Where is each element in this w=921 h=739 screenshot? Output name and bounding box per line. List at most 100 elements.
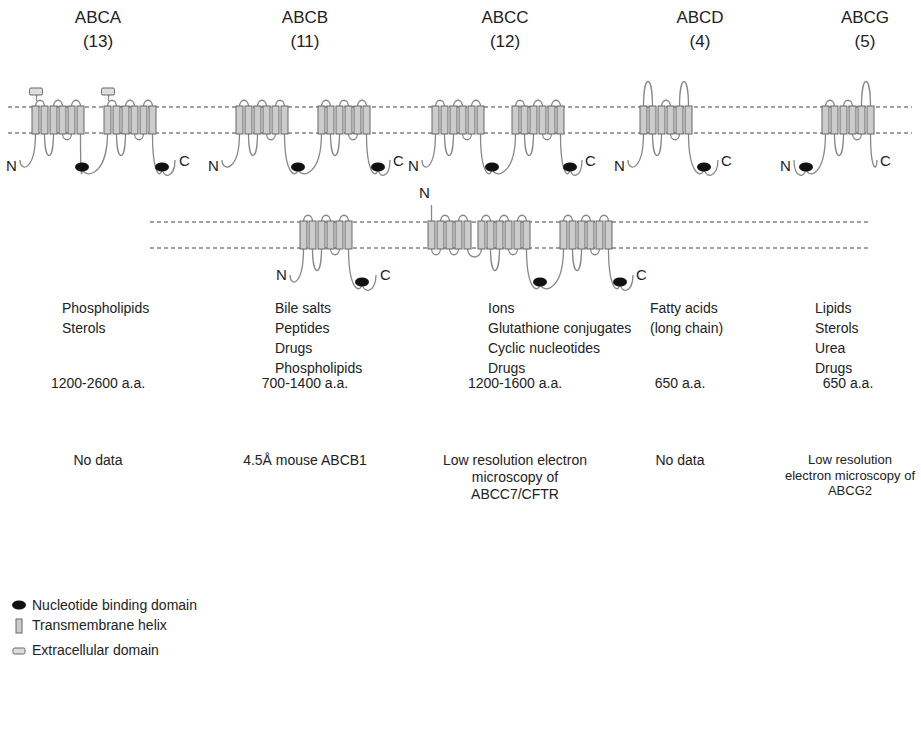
polypeptide-chain bbox=[794, 82, 877, 176]
transmembrane-helix bbox=[300, 221, 307, 249]
transmembrane-helix bbox=[245, 106, 252, 134]
transporter-cartoons bbox=[20, 82, 877, 291]
family-name: (11) bbox=[291, 32, 320, 52]
family-name: (4) bbox=[690, 32, 711, 52]
transmembrane-helix bbox=[578, 221, 585, 249]
transmembrane-helix bbox=[530, 106, 537, 134]
substrate-text: Drugs bbox=[815, 360, 852, 377]
length-text: 1200-1600 a.a. bbox=[468, 375, 562, 392]
substrate-text: Glutathione conjugates bbox=[488, 320, 631, 337]
family-name: (12) bbox=[490, 32, 520, 52]
length-text: 1200-2600 a.a. bbox=[51, 375, 145, 392]
transmembrane-helix bbox=[281, 106, 288, 134]
transmembrane-helix bbox=[477, 106, 484, 134]
nucleotide-binding-domain bbox=[371, 163, 385, 172]
transmembrane-helix bbox=[505, 221, 512, 249]
transmembrane-helix bbox=[649, 106, 656, 134]
transmembrane-helix bbox=[459, 106, 466, 134]
structure-text: 4.5Å mouse ABCB1 bbox=[243, 452, 367, 469]
transmembrane-helix bbox=[587, 221, 594, 249]
transmembrane-helix bbox=[523, 221, 530, 249]
family-name: (5) bbox=[855, 32, 876, 52]
substrate-text: Bile salts bbox=[275, 300, 331, 317]
terminus-label: N bbox=[780, 157, 791, 175]
transmembrane-helix bbox=[840, 106, 847, 134]
transmembrane-helix bbox=[59, 106, 66, 134]
transmembrane-helix bbox=[345, 221, 352, 249]
transmembrane-helix bbox=[149, 106, 156, 134]
transmembrane-helix bbox=[464, 221, 471, 249]
transmembrane-helix bbox=[557, 106, 564, 134]
transmembrane-helix bbox=[363, 106, 370, 134]
structure-text: No data bbox=[73, 452, 122, 469]
terminus-label: C bbox=[721, 152, 732, 170]
family-name: (13) bbox=[83, 32, 113, 52]
transmembrane-helix bbox=[560, 221, 567, 249]
transmembrane-helix bbox=[68, 106, 75, 134]
transmembrane-helix bbox=[849, 106, 856, 134]
terminus-label: N bbox=[6, 157, 17, 175]
transmembrane-helix bbox=[685, 106, 692, 134]
transmembrane-helix bbox=[858, 106, 865, 134]
transmembrane-helix bbox=[254, 106, 261, 134]
structure-text: Low resolution electron microscopy of AB… bbox=[784, 452, 916, 499]
polypeptide-chain bbox=[222, 100, 390, 175]
transmembrane-helix bbox=[263, 106, 270, 134]
terminus-label: C bbox=[179, 152, 190, 170]
transmembrane-helix bbox=[432, 106, 439, 134]
transmembrane-helix bbox=[113, 106, 120, 134]
transmembrane-helix bbox=[140, 106, 147, 134]
transmembrane-helix bbox=[512, 106, 519, 134]
substrate-text: Lipids bbox=[815, 300, 852, 317]
nucleotide-binding-domain bbox=[355, 278, 369, 287]
nucleotide-binding-domain bbox=[799, 163, 813, 172]
legend-text: Nucleotide binding domain bbox=[32, 597, 197, 614]
polypeptide-chain bbox=[432, 205, 634, 290]
transmembrane-helix bbox=[468, 106, 475, 134]
polypeptide-chain bbox=[422, 100, 582, 175]
transmembrane-helix bbox=[318, 106, 325, 134]
substrate-text: Fatty acids bbox=[650, 300, 718, 317]
transmembrane-helix bbox=[41, 106, 48, 134]
substrate-text: Drugs bbox=[275, 340, 312, 357]
terminus-label: C bbox=[880, 152, 891, 170]
transmembrane-helix bbox=[831, 106, 838, 134]
transmembrane-helix bbox=[345, 106, 352, 134]
nucleotide-binding-domain bbox=[485, 163, 499, 172]
nucleotide-binding-domain bbox=[75, 163, 89, 172]
substrate-text: (long chain) bbox=[650, 320, 723, 337]
length-text: 700-1400 a.a. bbox=[262, 375, 348, 392]
transmembrane-helix bbox=[354, 106, 361, 134]
length-text: 650 a.a. bbox=[655, 375, 706, 392]
transmembrane-helix bbox=[32, 106, 39, 134]
substrate-text: Peptides bbox=[275, 320, 329, 337]
transmembrane-helix bbox=[327, 221, 334, 249]
transmembrane-helix bbox=[450, 106, 457, 134]
transmembrane-helix bbox=[487, 221, 494, 249]
legend-text: Transmembrane helix bbox=[32, 617, 167, 634]
nucleotide-binding-domain bbox=[533, 278, 547, 287]
transmembrane-helix bbox=[236, 106, 243, 134]
transmembrane-helix bbox=[441, 106, 448, 134]
transmembrane-helix bbox=[514, 221, 521, 249]
transmembrane-helix bbox=[822, 106, 829, 134]
extracellular-domain bbox=[30, 88, 43, 95]
nucleotide-binding-domain bbox=[697, 163, 711, 172]
legend-text: Extracellular domain bbox=[32, 642, 159, 659]
transmembrane-helix bbox=[318, 221, 325, 249]
transmembrane-helix bbox=[336, 106, 343, 134]
transmembrane-helix bbox=[455, 221, 462, 249]
substrate-text: Drugs bbox=[488, 360, 525, 377]
transmembrane-helix bbox=[496, 221, 503, 249]
family-name: ABCC bbox=[481, 8, 528, 28]
nucleotide-binding-domain bbox=[155, 163, 169, 172]
terminus-label: C bbox=[636, 266, 647, 284]
substrate-text: Urea bbox=[815, 340, 845, 357]
legend-symbols bbox=[12, 601, 26, 655]
length-text: 650 a.a. bbox=[823, 375, 874, 392]
terminus-label: N bbox=[614, 157, 625, 175]
transmembrane-helix bbox=[122, 106, 129, 134]
substrate-text: Ions bbox=[488, 300, 514, 317]
extracellular-stalk bbox=[108, 95, 109, 101]
terminus-label: C bbox=[380, 266, 391, 284]
